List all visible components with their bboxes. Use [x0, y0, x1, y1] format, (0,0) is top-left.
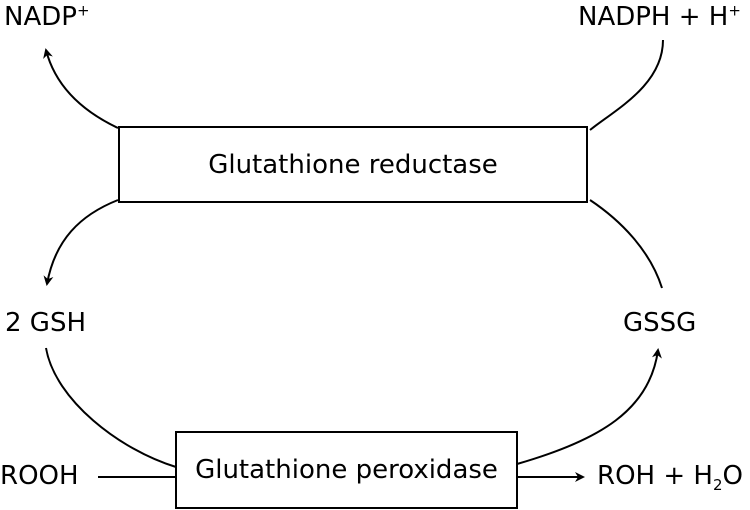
- gssg-to-reductase-curve: [589, 199, 663, 289]
- glutathione-peroxidase-box: Glutathione peroxidase: [175, 431, 518, 509]
- roh-h2o-label: ROH + H2O: [597, 461, 743, 495]
- peroxidase-to-gssg-arrow: [516, 348, 662, 465]
- glutathione-reductase-label: Glutathione reductase: [208, 149, 498, 180]
- nadph-input-curve: [589, 39, 664, 131]
- gsh-label: 2 GSH: [5, 308, 87, 338]
- rooh-label: ROOH: [0, 461, 79, 491]
- nadp-output-arrow: [43, 48, 119, 129]
- reductase-to-gsh-arrow: [43, 199, 119, 286]
- gsh-to-peroxidase-curve: [45, 347, 177, 468]
- glutathione-reductase-box: Glutathione reductase: [118, 126, 588, 203]
- glutathione-peroxidase-label: Glutathione peroxidase: [195, 455, 498, 485]
- gssg-label: GSSG: [623, 308, 697, 338]
- nadp-label: NADP+: [4, 1, 90, 32]
- nadph-label: NADPH + H+: [578, 1, 741, 32]
